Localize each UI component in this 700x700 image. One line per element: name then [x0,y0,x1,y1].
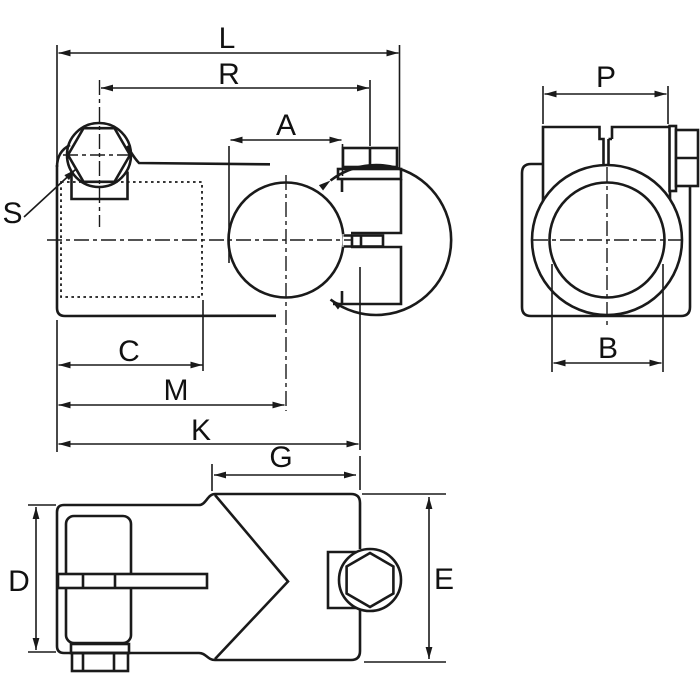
bottom-hex-nut [70,651,130,673]
dim-label-B: B [598,332,618,365]
socket-screw-circle [337,547,403,613]
dimension-C: C [56,300,204,452]
dim-label-K: K [191,414,211,447]
upper-lug [340,179,403,235]
dim-label-R: R [218,58,240,91]
dimension-B: B [551,264,664,372]
dimension-G: G [211,441,361,491]
dimension-R: R [101,58,371,146]
dimension-K: K [58,267,361,450]
dim-label-S: S [2,197,22,230]
dim-label-L: L [219,22,236,55]
dim-label-M: M [164,374,189,407]
clamp-ring-outer-arc [318,163,453,317]
dimension-M: M [58,374,285,409]
front-view-drawing [47,80,453,411]
v-jaw-lines [214,494,290,660]
dimension-S: S [2,168,77,230]
dim-label-P: P [596,61,616,94]
body-top-edge [125,145,271,166]
leader-line [23,168,77,218]
lower-lug [333,245,403,306]
socket-hexagon [345,551,395,609]
clamp-screw-washer [336,167,403,181]
bottom-slit-bar [56,572,209,590]
dimension-D: D [8,504,56,653]
body-left-bottom-edge [55,165,277,318]
end-view-drawing [520,124,700,327]
dimension-A: A [228,109,344,263]
bottom-nut-washer [69,642,131,655]
dimension-L: L [56,22,401,168]
slit-screw-shank [350,234,385,248]
dimension-P: P [542,61,669,124]
socket-boss-square [326,550,357,610]
dim-label-D: D [8,565,30,598]
dimension-E: E [362,493,454,663]
dim-label-C: C [118,335,140,368]
dim-label-G: G [269,441,292,474]
end-left-lug [541,125,605,201]
dim-label-A: A [276,109,296,142]
slit-kerf-lines [343,234,352,248]
dim-label-E: E [434,563,454,596]
bottom-view-drawing [55,492,403,673]
